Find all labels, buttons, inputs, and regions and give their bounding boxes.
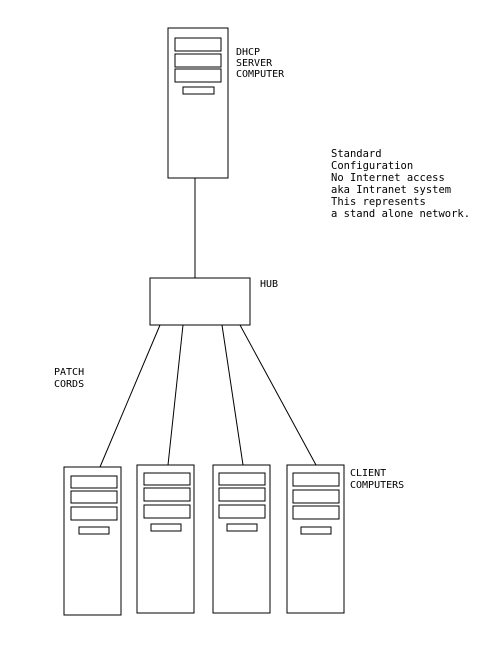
server-label: DHCP SERVER COMPUTER <box>236 47 285 80</box>
patch-cords-label: PATCH CORDS <box>54 367 90 390</box>
patch-cord-3 <box>221 324 244 466</box>
server-computer-icon <box>167 27 229 179</box>
client-computer-icon <box>286 464 345 614</box>
client-computer-icon <box>63 466 122 616</box>
patch-cord-4 <box>239 324 317 466</box>
patch-cord-1 <box>99 324 161 468</box>
patch-cord-2 <box>167 324 184 466</box>
client-computer-icon <box>136 464 195 614</box>
client-computer-icon <box>212 464 271 614</box>
hub-box <box>149 277 251 326</box>
client-computers-label: CLIENT COMPUTERS <box>350 468 404 491</box>
configuration-note: Standard Configuration No Internet acces… <box>331 148 470 220</box>
hub-label: HUB <box>260 279 278 290</box>
